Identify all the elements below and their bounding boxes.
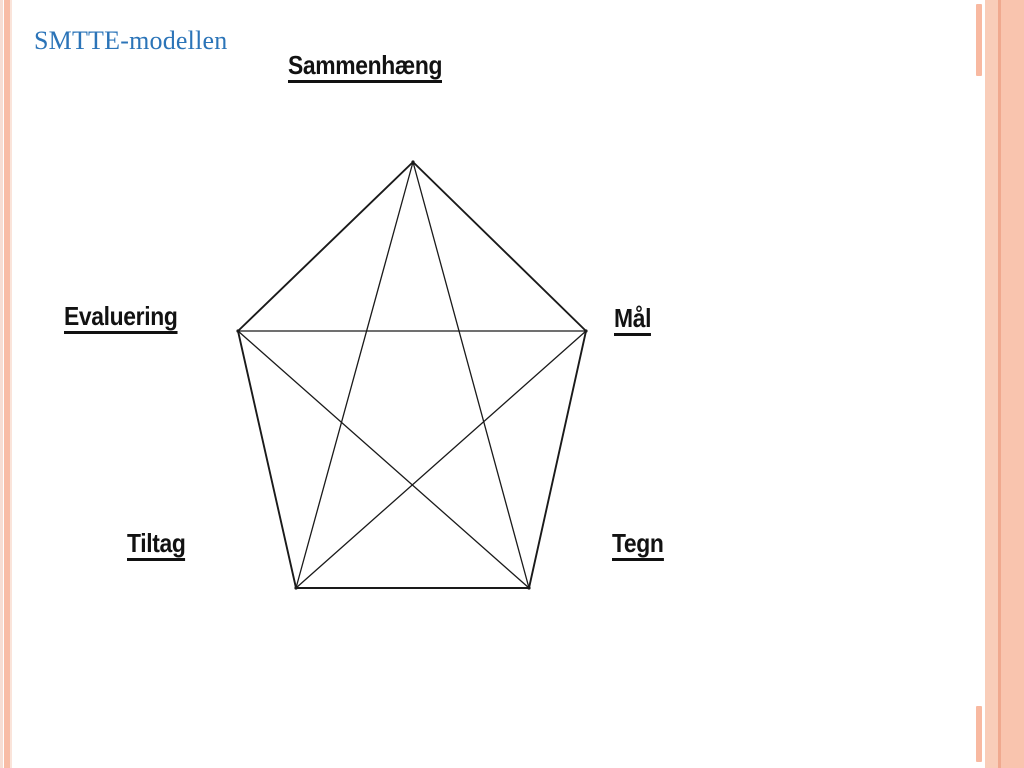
pentagon-edge-sammenhaeng-tegn xyxy=(412,161,530,589)
pentagon-vertex-tegn xyxy=(527,586,531,590)
accent-bar-bottom xyxy=(976,706,982,762)
pentagon-edge-evaluering-sammenhaeng xyxy=(237,161,414,332)
pentagon-vertex-tiltag xyxy=(294,586,298,590)
pentagon-vertex-group xyxy=(236,160,588,590)
pentagon-vertex-sammenhaeng xyxy=(411,160,415,164)
pentagon-edge-maal-tegn xyxy=(528,330,587,589)
node-label-sammenhaeng: Sammenhæng xyxy=(288,52,442,83)
pentagon-edge-sammenhaeng-tiltag xyxy=(295,161,414,589)
pentagon-edge-tiltag-evaluering xyxy=(237,330,297,589)
pentagon-edge-sammenhaeng-maal xyxy=(412,161,587,332)
slide-title: SMTTE-modellen xyxy=(34,26,228,55)
left-edge-stripe-inner xyxy=(4,0,10,768)
pentagon-edge-group xyxy=(237,161,587,589)
right-edge-band-outer xyxy=(985,0,998,768)
accent-bar-top xyxy=(976,4,982,76)
node-label-tiltag: Tiltag xyxy=(127,530,186,561)
pentagon-vertex-evaluering xyxy=(236,329,240,333)
node-label-tegn: Tegn xyxy=(612,530,664,561)
right-edge-band-inner xyxy=(1001,0,1024,768)
node-label-evaluering: Evaluering xyxy=(64,303,178,334)
left-edge-stripe-hairline xyxy=(10,0,12,768)
left-edge-stripe-outer xyxy=(0,0,3,768)
right-edge-band-rule xyxy=(998,0,1001,768)
node-label-maal: Mål xyxy=(614,305,651,336)
pentagon-vertex-maal xyxy=(584,329,588,333)
pentagon-edge-maal-tiltag xyxy=(295,330,587,589)
pentagon-edge-tegn-evaluering xyxy=(237,330,530,589)
